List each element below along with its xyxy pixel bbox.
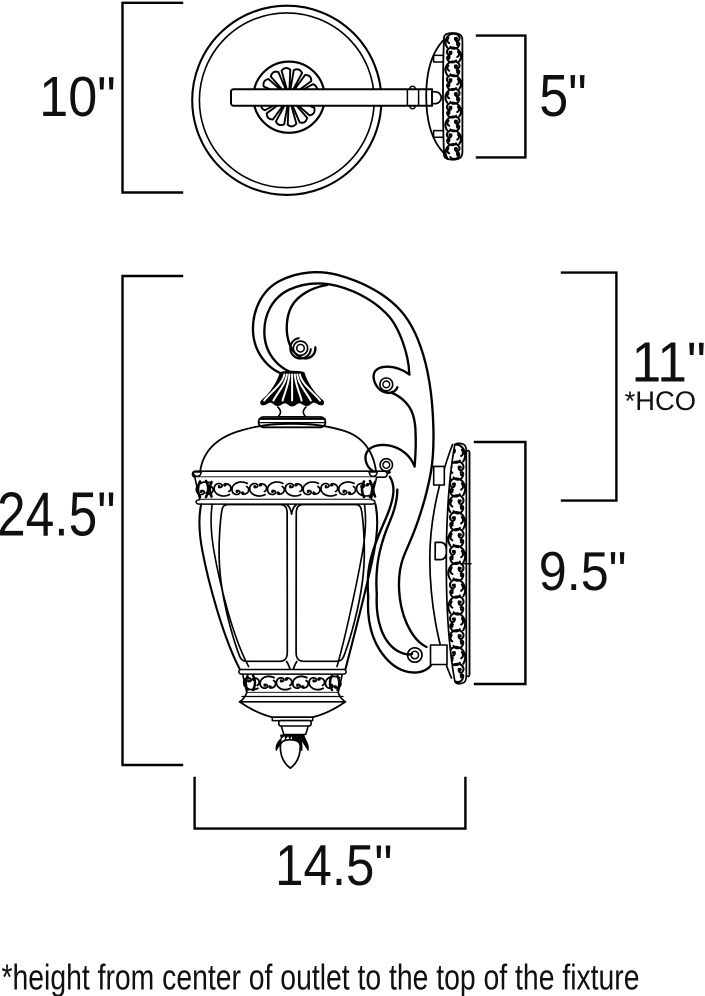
svg-text:10": 10": [39, 65, 116, 129]
svg-text:24.5": 24.5": [0, 481, 116, 550]
svg-text:*HCO: *HCO: [625, 386, 696, 416]
svg-text:14.5": 14.5": [275, 834, 392, 898]
svg-text:9.5": 9.5": [539, 540, 627, 602]
svg-text:5": 5": [539, 63, 587, 129]
svg-text:*height from center of outlet: *height from center of outlet to the top…: [2, 957, 640, 996]
svg-text:11": 11": [632, 331, 705, 394]
